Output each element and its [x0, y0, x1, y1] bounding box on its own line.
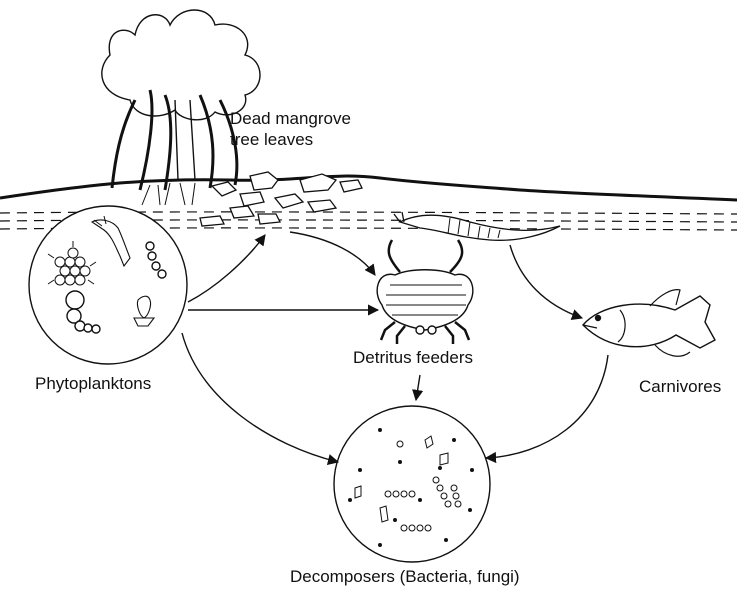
worm-icon	[394, 212, 560, 240]
arrow-detritus-to-decomposer	[416, 375, 420, 400]
arrow-leaves-to-detritus	[290, 232, 375, 275]
arrow-worm-to-fish	[510, 245, 582, 318]
dead-leaves-label-line1: Dead mangrove	[230, 108, 351, 129]
fish-icon	[583, 290, 715, 357]
decomposer-circle-icon	[334, 406, 490, 562]
carnivores-label: Carnivores	[639, 376, 721, 397]
detritus-feeders-label: Detritus feeders	[353, 347, 473, 368]
arrow-phyto-to-decomposer	[182, 333, 338, 462]
dead-leaves-label-line2: tree leaves	[230, 129, 351, 150]
dead-leaves-label: Dead mangrove tree leaves	[230, 108, 351, 150]
phytoplanktons-label: Phytoplanktons	[35, 373, 151, 394]
decomposers-label: Decomposers (Bacteria, fungi)	[290, 566, 520, 587]
arrow-fish-to-decomposer	[486, 355, 608, 458]
arrow-phyto-to-leaves	[188, 235, 265, 302]
detritus-crab-icon	[377, 240, 473, 344]
phytoplankton-circle-icon	[29, 206, 187, 364]
